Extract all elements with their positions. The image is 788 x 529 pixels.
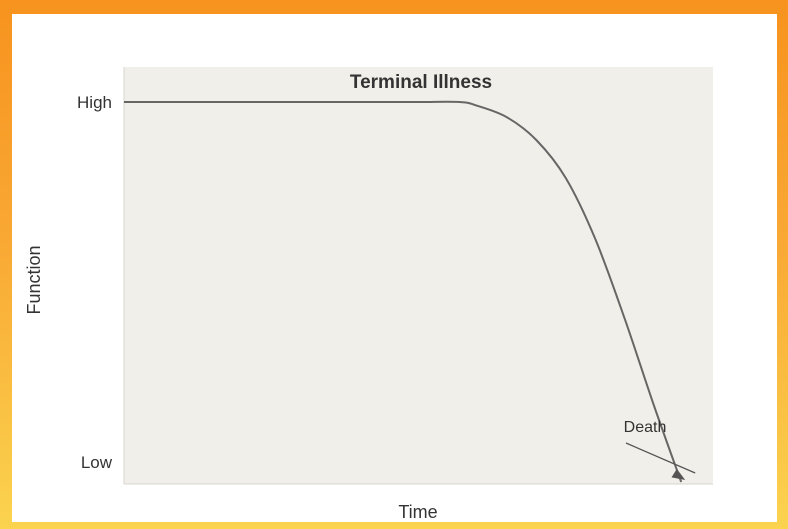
y-tick-label-high: High	[77, 93, 112, 112]
y-tick-label-low: Low	[81, 453, 113, 472]
series-line-0	[124, 100, 683, 483]
death-annotation-label: Death	[624, 419, 667, 436]
death-annotation-arrowhead	[671, 468, 686, 480]
death-annotation-arrow-group	[625, 442, 696, 480]
chart-title: Terminal Illness	[350, 72, 492, 93]
series-layer	[124, 100, 683, 483]
death-annotation-arrow-line	[625, 442, 696, 474]
x-axis-label: Time	[398, 502, 437, 522]
plot-area	[124, 67, 713, 484]
y-axis-label: Function	[24, 245, 44, 314]
